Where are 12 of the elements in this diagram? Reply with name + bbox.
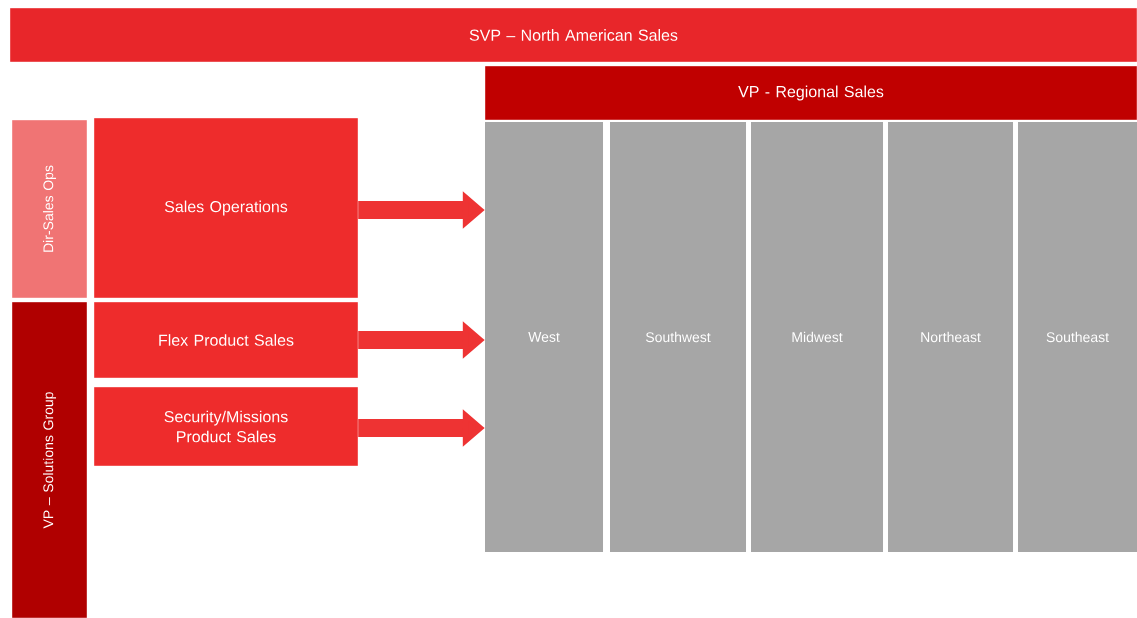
header-bar: SVP – North American Sales — [9, 7, 1137, 63]
region-column: West — [485, 122, 603, 552]
team-box: Sales Operations — [93, 117, 359, 299]
region-column: Southeast — [1018, 122, 1137, 552]
side-band: VP – Solutions Group — [11, 301, 88, 618]
region-column: Southwest — [610, 122, 746, 552]
side-band: Dir-Sales Ops — [11, 119, 88, 299]
header-bar: VP - Regional Sales — [484, 65, 1137, 121]
region-column: Northeast — [888, 122, 1013, 552]
team-box: Flex Product Sales — [93, 301, 359, 379]
team-box: Security/Missions Product Sales — [93, 386, 359, 467]
region-column: Midwest — [751, 122, 883, 552]
